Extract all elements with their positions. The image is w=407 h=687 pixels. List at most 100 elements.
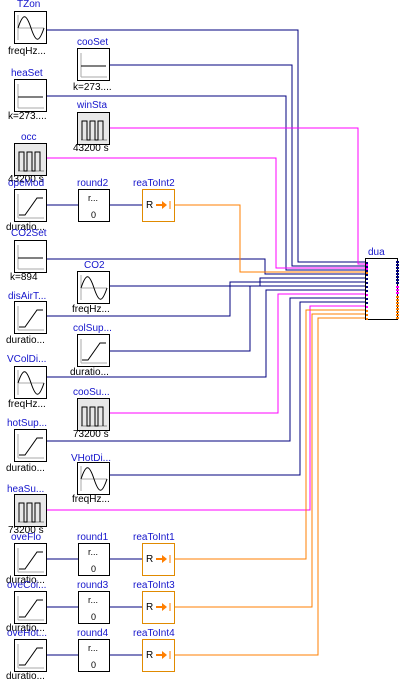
dua-controller-block[interactable] bbox=[365, 258, 399, 320]
heaSu-param: 73200 s bbox=[8, 525, 44, 536]
disAirT-label: disAirT... bbox=[8, 291, 47, 302]
heaSu-label: heaSu... bbox=[7, 484, 45, 495]
oveHot-param: duratio... bbox=[6, 671, 45, 682]
arrow-right-icon bbox=[156, 651, 171, 659]
heaSu-boolean-pulse[interactable] bbox=[14, 494, 47, 527]
disAirT-param: duratio... bbox=[6, 335, 45, 346]
wire-colSup bbox=[110, 285, 365, 352]
TZon-sine-source[interactable] bbox=[14, 11, 47, 44]
sine-icon bbox=[17, 15, 45, 40]
reaToInt3-label: reaToInt3 bbox=[133, 580, 175, 591]
colSup-ramp[interactable] bbox=[77, 334, 110, 367]
occ-label: occ bbox=[21, 132, 37, 143]
sine-icon bbox=[80, 466, 108, 491]
VHotDi-param: freqHz... bbox=[72, 494, 110, 505]
arrow-right-icon bbox=[156, 201, 171, 209]
dua-label: dua bbox=[368, 247, 385, 258]
winSta-boolean-pulse[interactable] bbox=[77, 112, 110, 145]
disAirT-ramp[interactable] bbox=[14, 301, 47, 334]
round3-label: round3 bbox=[77, 580, 109, 591]
TZon-param: freqHz... bbox=[8, 46, 46, 57]
opeMod-ramp[interactable] bbox=[14, 189, 47, 222]
hotSup-label: hotSup... bbox=[7, 418, 48, 429]
reaToInt1-label: reaToInt1 bbox=[133, 532, 175, 543]
hotSup-ramp[interactable] bbox=[14, 429, 47, 462]
CO2-sine-source[interactable] bbox=[77, 271, 110, 304]
CO2Set-constant[interactable] bbox=[14, 240, 47, 273]
round3-inner-bottom: 0 bbox=[91, 612, 97, 622]
round1-inner-bottom: 0 bbox=[91, 564, 97, 574]
TZon-label: TZon bbox=[17, 0, 41, 10]
oveFlo-label: oveFlo bbox=[11, 532, 42, 543]
heaSet-constant[interactable] bbox=[14, 79, 47, 112]
round2-label: round2 bbox=[77, 178, 109, 189]
cooSu-label: cooSu... bbox=[73, 387, 110, 398]
reaToInt4-converter[interactable]: R bbox=[142, 639, 175, 672]
ramp-icon bbox=[17, 548, 44, 573]
cooSet-constant[interactable] bbox=[77, 48, 110, 81]
wire-reaToInt2 bbox=[175, 204, 365, 273]
wire-CO2 bbox=[110, 277, 365, 287]
round3-block[interactable]: r... 0 bbox=[78, 591, 110, 624]
CO2Set-param: k=894 bbox=[10, 272, 38, 283]
sine-icon bbox=[80, 275, 108, 300]
reaToInt3-converter[interactable]: R bbox=[142, 591, 175, 624]
round2-inner-top: r... bbox=[88, 193, 99, 203]
opeMod-label: opeMod bbox=[8, 178, 45, 189]
reaToInt2-inner: R bbox=[146, 200, 154, 211]
oveHot-ramp[interactable] bbox=[14, 639, 47, 672]
wire-reaToInt4 bbox=[175, 317, 365, 656]
cooSet-param: k=273.... bbox=[73, 82, 112, 93]
wire-reaToInt1 bbox=[175, 309, 365, 560]
pulse-icon bbox=[18, 151, 44, 172]
round1-block[interactable]: r... 0 bbox=[78, 543, 110, 576]
opeMod-param: duratio... bbox=[6, 222, 45, 233]
ramp-icon bbox=[17, 194, 44, 219]
cooSet-label: cooSet bbox=[77, 37, 109, 48]
ramp-icon bbox=[17, 596, 44, 621]
occ-param: 43200 s bbox=[8, 174, 44, 185]
wire-cooSet bbox=[110, 64, 365, 267]
VColDi-param: freqHz... bbox=[8, 399, 46, 410]
round2-block[interactable]: r... 0 bbox=[78, 189, 110, 222]
round4-label: round4 bbox=[77, 628, 109, 639]
VHotDi-sine-source[interactable] bbox=[77, 462, 110, 495]
oveCoi-ramp[interactable] bbox=[14, 591, 47, 624]
constant-icon bbox=[17, 245, 44, 270]
occ-boolean-pulse[interactable] bbox=[14, 143, 47, 176]
oveHot-label: oveHot... bbox=[7, 628, 48, 639]
round1-label: round1 bbox=[77, 532, 109, 543]
reaToInt4-label: reaToInt4 bbox=[133, 628, 175, 639]
round4-inner-bottom: 0 bbox=[91, 660, 97, 670]
colSup-param: duratio... bbox=[70, 367, 109, 378]
heaSet-label: heaSet bbox=[11, 68, 43, 79]
arrow-right-icon bbox=[156, 603, 171, 611]
cooSu-param: 73200 s bbox=[73, 429, 109, 440]
oveCoi-param: duratio... bbox=[6, 623, 45, 634]
VHotDi-label: VHotDi... bbox=[71, 453, 112, 464]
CO2-label: CO2 bbox=[84, 260, 105, 271]
reaToInt1-converter[interactable]: R bbox=[142, 543, 175, 576]
round3-inner-top: r... bbox=[88, 595, 99, 605]
round2-inner-bottom: 0 bbox=[91, 210, 97, 220]
reaToInt2-converter[interactable]: R bbox=[142, 189, 175, 222]
pulse-icon bbox=[81, 406, 107, 427]
colSup-label: colSup... bbox=[73, 323, 112, 334]
heaSet-param: k=273.... bbox=[8, 111, 47, 122]
round4-block[interactable]: r... 0 bbox=[78, 639, 110, 672]
ramp-icon bbox=[17, 306, 44, 331]
wire-VHotDi bbox=[110, 301, 365, 476]
VColDi-sine-source[interactable] bbox=[14, 366, 47, 399]
cooSu-boolean-pulse[interactable] bbox=[77, 398, 110, 431]
oveFlo-param: duratio... bbox=[6, 575, 45, 586]
port-markers bbox=[366, 261, 399, 320]
oveFlo-ramp[interactable] bbox=[14, 543, 47, 576]
CO2-param: freqHz... bbox=[72, 304, 110, 315]
reaToInt4-inner: R bbox=[146, 650, 154, 661]
wire-reaToInt3 bbox=[175, 313, 365, 608]
reaToInt2-label: reaToInt2 bbox=[133, 178, 175, 189]
round1-inner-top: r... bbox=[88, 547, 99, 557]
ramp-icon bbox=[80, 339, 107, 364]
